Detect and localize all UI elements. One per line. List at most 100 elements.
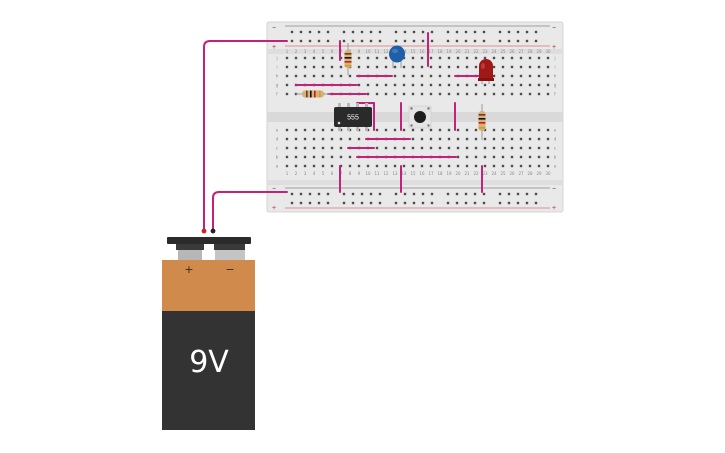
breadboard-hole[interactable] — [510, 155, 514, 159]
breadboard-hole[interactable] — [537, 83, 541, 87]
ic-555-chip[interactable]: 555 — [334, 103, 372, 131]
breadboard-hole[interactable] — [330, 56, 334, 60]
breadboard-hole[interactable] — [294, 56, 298, 60]
breadboard-hole[interactable] — [528, 56, 532, 60]
breadboard-hole[interactable] — [411, 128, 415, 132]
breadboard-hole[interactable] — [330, 74, 334, 78]
rail-hole[interactable] — [412, 30, 416, 34]
rail-hole[interactable] — [525, 192, 529, 196]
breadboard-hole[interactable] — [501, 74, 505, 78]
breadboard-hole[interactable] — [384, 65, 388, 69]
breadboard-hole[interactable] — [519, 65, 523, 69]
rail-hole[interactable] — [507, 30, 511, 34]
breadboard-hole[interactable] — [501, 137, 505, 141]
breadboard-hole[interactable] — [456, 56, 460, 60]
breadboard-hole[interactable] — [375, 146, 379, 150]
breadboard-hole[interactable] — [294, 155, 298, 159]
breadboard-hole[interactable] — [393, 128, 397, 132]
capacitor[interactable] — [389, 45, 405, 69]
breadboard-hole[interactable] — [402, 65, 406, 69]
breadboard-hole[interactable] — [465, 164, 469, 168]
breadboard-hole[interactable] — [483, 128, 487, 132]
breadboard-hole[interactable] — [321, 137, 325, 141]
breadboard-hole[interactable] — [429, 92, 433, 96]
breadboard-hole[interactable] — [465, 65, 469, 69]
breadboard-hole[interactable] — [546, 164, 550, 168]
breadboard-hole[interactable] — [546, 83, 550, 87]
breadboard-hole[interactable] — [447, 146, 451, 150]
breadboard-hole[interactable] — [510, 146, 514, 150]
breadboard-hole[interactable] — [411, 137, 415, 141]
rail-hole[interactable] — [446, 30, 450, 34]
rail-hole[interactable] — [421, 192, 425, 196]
breadboard-hole[interactable] — [528, 128, 532, 132]
breadboard-hole[interactable] — [312, 56, 316, 60]
breadboard-hole[interactable] — [447, 56, 451, 60]
breadboard-hole[interactable] — [447, 92, 451, 96]
breadboard-hole[interactable] — [294, 65, 298, 69]
breadboard-hole[interactable] — [483, 146, 487, 150]
resistor-vertical-right[interactable] — [478, 104, 486, 140]
breadboard-hole[interactable] — [438, 74, 442, 78]
breadboard-hole[interactable] — [402, 128, 406, 132]
breadboard-hole[interactable] — [510, 74, 514, 78]
rail-hole[interactable] — [360, 201, 364, 205]
breadboard-hole[interactable] — [393, 83, 397, 87]
rail-hole[interactable] — [516, 201, 520, 205]
rail-hole[interactable] — [394, 192, 398, 196]
rail-hole[interactable] — [378, 192, 382, 196]
rail-hole[interactable] — [421, 30, 425, 34]
breadboard-hole[interactable] — [411, 92, 415, 96]
breadboard-hole[interactable] — [483, 92, 487, 96]
breadboard-hole[interactable] — [357, 83, 361, 87]
breadboard-hole[interactable] — [501, 65, 505, 69]
breadboard-hole[interactable] — [339, 65, 343, 69]
breadboard-hole[interactable] — [465, 56, 469, 60]
breadboard-hole[interactable] — [519, 74, 523, 78]
breadboard-hole[interactable] — [375, 164, 379, 168]
breadboard-hole[interactable] — [528, 83, 532, 87]
rail-hole[interactable] — [446, 192, 450, 196]
breadboard-hole[interactable] — [285, 155, 289, 159]
rail-hole[interactable] — [403, 30, 407, 34]
breadboard-hole[interactable] — [492, 164, 496, 168]
breadboard-hole[interactable] — [438, 65, 442, 69]
rail-hole[interactable] — [326, 201, 330, 205]
breadboard-hole[interactable] — [546, 137, 550, 141]
breadboard-hole[interactable] — [465, 92, 469, 96]
breadboard-hole[interactable] — [393, 74, 397, 78]
rail-hole[interactable] — [507, 201, 511, 205]
breadboard-hole[interactable] — [285, 74, 289, 78]
breadboard-hole[interactable] — [285, 92, 289, 96]
breadboard-hole[interactable] — [483, 155, 487, 159]
breadboard-hole[interactable] — [510, 83, 514, 87]
rail-hole[interactable] — [534, 30, 538, 34]
breadboard-hole[interactable] — [420, 56, 424, 60]
breadboard-hole[interactable] — [501, 128, 505, 132]
positive-lead-wire[interactable] — [203, 40, 288, 231]
rail-hole[interactable] — [403, 201, 407, 205]
breadboard-hole[interactable] — [519, 155, 523, 159]
breadboard-hole[interactable] — [510, 65, 514, 69]
rail-hole[interactable] — [360, 30, 364, 34]
rail-hole[interactable] — [534, 39, 538, 43]
rail-hole[interactable] — [421, 39, 425, 43]
breadboard-hole[interactable] — [492, 56, 496, 60]
breadboard-hole[interactable] — [474, 146, 478, 150]
breadboard-hole[interactable] — [420, 65, 424, 69]
breadboard-hole[interactable] — [411, 56, 415, 60]
breadboard-hole[interactable] — [456, 65, 460, 69]
breadboard-hole[interactable] — [465, 83, 469, 87]
breadboard-hole[interactable] — [465, 146, 469, 150]
rail-hole[interactable] — [473, 201, 477, 205]
breadboard-hole[interactable] — [312, 65, 316, 69]
rail-hole[interactable] — [378, 30, 382, 34]
breadboard-hole[interactable] — [474, 83, 478, 87]
rail-hole[interactable] — [464, 192, 468, 196]
breadboard-hole[interactable] — [537, 155, 541, 159]
breadboard-hole[interactable] — [330, 137, 334, 141]
rail-hole[interactable] — [412, 39, 416, 43]
rail-hole[interactable] — [507, 192, 511, 196]
breadboard-hole[interactable] — [429, 65, 433, 69]
rail-hole[interactable] — [473, 39, 477, 43]
